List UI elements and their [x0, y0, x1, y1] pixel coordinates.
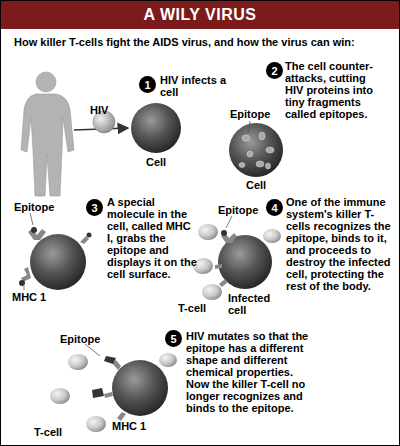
cell: [131, 103, 181, 153]
part-label: MHC 1: [112, 420, 162, 432]
step-number: 2: [266, 62, 283, 79]
callout-number: 4: [271, 202, 277, 214]
step-text: A special molecule in the cell, called M…: [107, 196, 197, 280]
t-cells: [193, 224, 281, 300]
part-label: T-cell: [178, 302, 218, 314]
title: A WILY VIRUS: [0, 6, 400, 24]
step-text: One of the immune system's killer T-cell…: [286, 196, 394, 292]
step-number: 4: [266, 199, 283, 216]
part-label: Epitope: [60, 333, 110, 345]
subtitle: How killer T-cells fight the AIDS virus,…: [14, 36, 384, 48]
part-label: MHC 1: [12, 291, 62, 303]
mutated-epitopes: [92, 356, 126, 421]
mhc-molecules: [215, 230, 237, 287]
step-number: 1: [139, 76, 156, 93]
infected-cell: [218, 235, 272, 289]
cell: [112, 360, 168, 416]
human-figure: [21, 72, 74, 196]
cell: [229, 123, 283, 177]
step-text: HIV infects a cell: [160, 74, 240, 98]
callout-number: 1: [144, 79, 150, 91]
part-label: Epitope: [230, 108, 280, 120]
part-label: T-cell: [34, 426, 74, 438]
part-label: Epitope: [218, 204, 268, 216]
part-label: Cell: [246, 179, 286, 191]
cell: [30, 234, 86, 290]
t-cells: [50, 353, 177, 432]
step-number: 5: [165, 330, 182, 347]
step-text: The cell counter-attacks, cutting HIV pr…: [285, 60, 385, 120]
callout-number: 5: [170, 333, 176, 345]
part-label: Infected cell: [228, 292, 276, 316]
mhc-molecules: [19, 227, 92, 286]
step-text: HIV mutates so that the epitope has a di…: [186, 330, 316, 414]
part-label: Cell: [146, 156, 186, 168]
callout-number: 3: [91, 202, 97, 214]
part-label: Epitope: [14, 201, 64, 213]
epitopes: [239, 132, 274, 169]
part-label: HIV: [90, 104, 120, 116]
step-number: 3: [86, 199, 103, 216]
callout-number: 2: [271, 65, 277, 77]
